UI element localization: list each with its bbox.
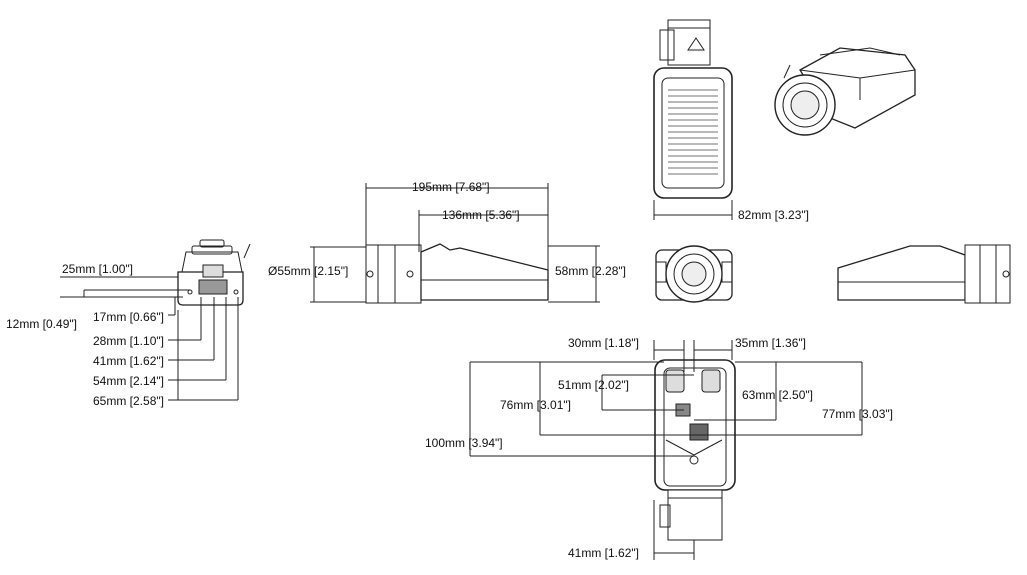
dim-label-12mm: 12mm [0.49"]	[6, 317, 77, 331]
dim-label-100mm: 100mm [3.94"]	[425, 436, 503, 450]
dim-label-25mm: 25mm [1.00"]	[62, 262, 133, 276]
dim-label-63mm: 63mm [2.50"]	[742, 388, 813, 402]
dim-label-82mm: 82mm [3.23"]	[738, 208, 809, 222]
side-view-drawing	[310, 183, 600, 304]
dim-label-30mm: 30mm [1.18"]	[568, 336, 639, 350]
dim-label-77mm: 77mm [3.03"]	[822, 407, 893, 421]
dim-label-17mm: 17mm [0.66"]	[93, 310, 164, 324]
dim-label-41mm-bottom: 41mm [1.62"]	[568, 546, 639, 560]
dim-label-65mm: 65mm [2.58"]	[93, 394, 164, 408]
isometric-view-drawing	[774, 47, 916, 136]
dim-label-35mm: 35mm [1.36"]	[735, 336, 806, 350]
dim-label-54mm: 54mm [2.14"]	[93, 374, 164, 388]
dim-label-195mm: 195mm [7.68"]	[412, 180, 490, 194]
front-view-drawing	[655, 245, 733, 303]
top-view-drawing	[653, 19, 733, 220]
dim-label-41mm-rear: 41mm [1.62"]	[93, 354, 164, 368]
rear-view-drawing	[60, 239, 251, 401]
dim-label-76mm: 76mm [3.01"]	[500, 398, 571, 412]
dim-label-58mm: 58mm [2.28"]	[555, 264, 626, 278]
dim-label-51mm: 51mm [2.02"]	[558, 378, 629, 392]
dim-label-55mm-diameter: Ø55mm [2.15"]	[268, 264, 349, 278]
bottom-view-drawing	[469, 340, 863, 560]
dim-label-28mm: 28mm [1.10"]	[93, 334, 164, 348]
right-side-view-drawing	[837, 244, 1011, 304]
dim-label-136mm: 136mm [5.36"]	[442, 208, 520, 222]
